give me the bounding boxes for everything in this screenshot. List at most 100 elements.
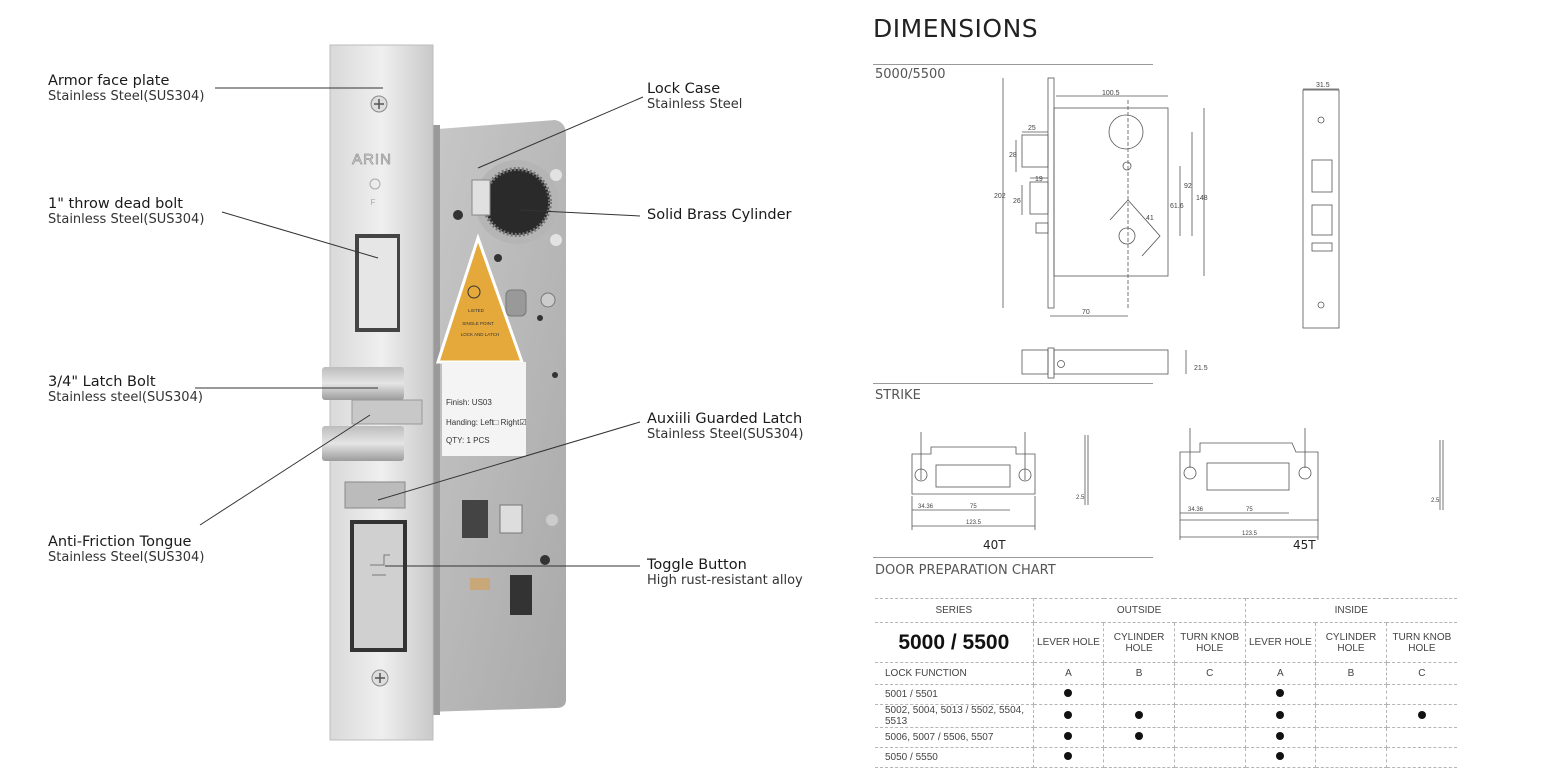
hole-cell <box>1315 684 1387 705</box>
required-dot-icon <box>1276 732 1285 740</box>
annotation-latch-bolt: 3/4" Latch Bolt Stainless steel(SUS304) <box>48 374 203 405</box>
door-preparation-table: SERIES OUTSIDE INSIDE 5000 / 5500 LEVER … <box>875 598 1457 768</box>
divider <box>873 383 1153 384</box>
annotation-dead-bolt: 1" throw dead bolt Stainless Steel(SUS30… <box>48 196 205 227</box>
strike-45t: 123.5 75 34.36 2.5 <box>1179 428 1444 540</box>
table-row: 5001 / 5501 <box>875 684 1457 705</box>
table-row: 5050 / 5550 <box>875 747 1457 768</box>
svg-text:34.36: 34.36 <box>918 504 934 510</box>
hole-cell <box>1032 727 1105 748</box>
table-row: 5006, 5007 / 5506, 5507 <box>875 727 1457 748</box>
toggle-button <box>350 520 407 652</box>
svg-text:19: 19 <box>1035 176 1043 183</box>
lock-function-name: 5006, 5007 / 5506, 5507 <box>875 727 1034 748</box>
svg-text:QTY: 1 PCS: QTY: 1 PCS <box>446 436 490 445</box>
required-dot-icon <box>1064 689 1073 697</box>
svg-text:202: 202 <box>994 193 1006 200</box>
hole-cell <box>1244 727 1317 748</box>
svg-text:92: 92 <box>1184 183 1192 190</box>
svg-text:70: 70 <box>1082 309 1090 316</box>
hole-cell <box>1173 684 1246 705</box>
hole-cell <box>1315 704 1387 728</box>
dimensions-title: DIMENSIONS <box>873 14 1039 43</box>
model-label: 5000/5500 <box>875 67 946 82</box>
hole-cell <box>1032 747 1105 768</box>
required-dot-icon <box>1276 710 1285 719</box>
hole-cell <box>1103 747 1175 768</box>
hole-cell <box>1173 747 1246 768</box>
cylinder-hole <box>471 160 559 244</box>
dimension-drawing: 100.5 25 28 19 26 202 148 92 61.6 41 70 … <box>994 77 1340 379</box>
svg-text:28: 28 <box>1009 152 1017 159</box>
svg-text:LOCK AND LATCH: LOCK AND LATCH <box>461 332 499 337</box>
svg-text:123.5: 123.5 <box>966 520 982 526</box>
series-name: 5000 / 5500 <box>875 622 1034 663</box>
strike-title: STRIKE <box>875 388 921 403</box>
required-dot-icon <box>1064 752 1073 760</box>
svg-text:31.5: 31.5 <box>1316 82 1330 89</box>
annotation-anti-friction-tongue: Anti-Friction Tongue Stainless Steel(SUS… <box>48 534 205 565</box>
annotation-lock-case: Lock Case Stainless Steel <box>647 81 743 112</box>
divider <box>873 64 1153 65</box>
table-column-row: 5000 / 5500 LEVER HOLE CYLINDER HOLE TUR… <box>875 622 1457 663</box>
svg-text:Handing: Left□ Right☑: Handing: Left□ Right☑ <box>446 418 527 427</box>
strike-40t-label: 40T <box>983 538 1006 552</box>
required-dot-icon <box>1417 710 1426 719</box>
required-dot-icon <box>1276 752 1285 760</box>
svg-text:21.5: 21.5 <box>1194 365 1208 372</box>
annotation-face-plate: Armor face plate Stainless Steel(SUS304) <box>48 73 205 104</box>
svg-text:61.6: 61.6 <box>1170 203 1184 210</box>
svg-text:25: 25 <box>1028 125 1036 132</box>
annotation-toggle-button: Toggle Button High rust-resistant alloy <box>647 557 803 588</box>
svg-text:123.5: 123.5 <box>1242 531 1258 537</box>
annotation-cylinder: Solid Brass Cylinder <box>647 207 792 223</box>
product-info-sticker: Finish: US03 Handing: Left□ Right☑ QTY: … <box>442 362 527 456</box>
hole-cell <box>1315 727 1387 748</box>
svg-text:SINGLE POINT: SINGLE POINT <box>462 321 494 326</box>
svg-text:41: 41 <box>1146 215 1154 222</box>
svg-text:34.36: 34.36 <box>1188 507 1204 513</box>
hole-cell <box>1244 747 1317 768</box>
svg-text:75: 75 <box>970 504 977 510</box>
hole-cell <box>1032 704 1105 728</box>
svg-text:F: F <box>371 198 376 207</box>
hole-cell <box>1385 704 1457 728</box>
leader-lines <box>195 87 644 567</box>
mortise-lock-illustration: LISTED SINGLE POINT LOCK AND LATCH Finis… <box>195 44 644 741</box>
svg-text:LISTED: LISTED <box>468 308 485 313</box>
required-dot-icon <box>1064 710 1073 719</box>
strike-45t-label: 45T <box>1293 538 1316 552</box>
table-row: 5002, 5004, 5013 / 5502, 5504, 5513 <box>875 704 1457 728</box>
hole-cell <box>1385 747 1457 768</box>
svg-text:2.5: 2.5 <box>1431 498 1440 504</box>
hole-cell <box>1103 704 1175 728</box>
hole-cell <box>1173 704 1246 728</box>
svg-text:Finish: US03: Finish: US03 <box>446 398 492 407</box>
lock-function-name: 5050 / 5550 <box>875 747 1034 768</box>
svg-text:75: 75 <box>1246 507 1253 513</box>
hole-cell <box>1244 684 1317 705</box>
lock-function-name: 5002, 5004, 5013 / 5502, 5504, 5513 <box>875 704 1034 728</box>
required-dot-icon <box>1135 710 1144 719</box>
hole-cell <box>1103 684 1175 705</box>
hole-cell <box>1032 684 1105 705</box>
divider <box>873 557 1153 558</box>
table-code-row: LOCK FUNCTION A B C A B C <box>875 662 1457 685</box>
svg-text:148: 148 <box>1196 195 1208 202</box>
required-dot-icon <box>1135 732 1144 740</box>
hole-cell <box>1315 747 1387 768</box>
required-dot-icon <box>1064 732 1073 740</box>
hole-cell <box>1385 684 1457 705</box>
lock-function-name: 5001 / 5501 <box>875 684 1034 705</box>
svg-text:26: 26 <box>1013 198 1021 205</box>
chart-title: DOOR PREPARATION CHART <box>875 563 1056 578</box>
strike-40t: 123.5 75 34.36 2.5 <box>911 432 1089 530</box>
hole-cell <box>1244 704 1317 728</box>
annotation-auxiliary-latch: Auxiili Guarded Latch Stainless Steel(SU… <box>647 411 804 442</box>
hole-cell <box>1385 727 1457 748</box>
required-dot-icon <box>1276 689 1285 697</box>
brand-logo: ARIN <box>352 151 392 168</box>
svg-text:2.5: 2.5 <box>1076 495 1085 501</box>
hole-cell <box>1173 727 1246 748</box>
latch-bolt <box>322 367 423 461</box>
